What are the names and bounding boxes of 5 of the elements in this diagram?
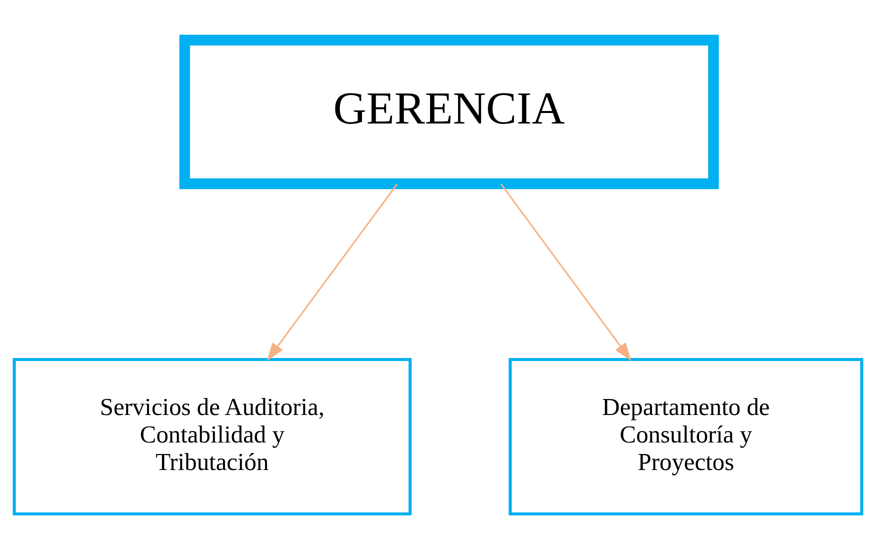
node-box: Departamento de Consultoría y Proyectos <box>508 358 864 515</box>
node-box: Servicios de Auditoria, Contabilidad y Tributación <box>12 358 412 515</box>
arrow <box>500 183 632 360</box>
node-box: GERENCIA <box>179 34 719 189</box>
arrow <box>266 183 398 360</box>
